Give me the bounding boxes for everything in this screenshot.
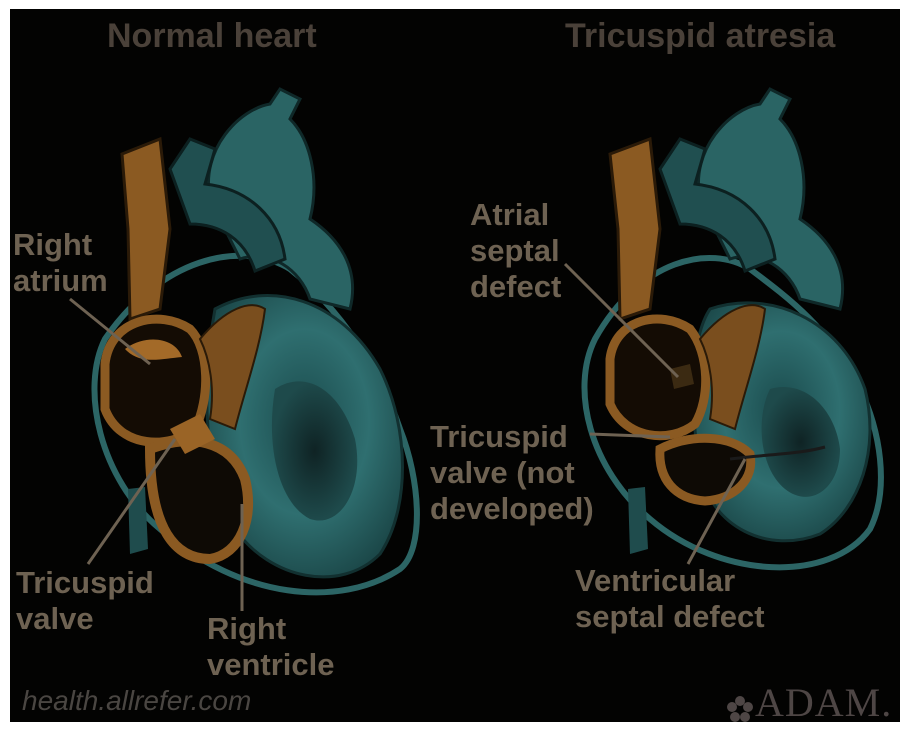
diagram-panel: Normal heart Tricuspid atresia Right atr… — [10, 9, 900, 722]
normal-superior-vena-cava — [122, 139, 170, 319]
adam-flower-logo-icon — [727, 696, 753, 722]
title-tricuspid-atresia: Tricuspid atresia — [565, 17, 835, 56]
atresia-small-right-ventricle — [660, 438, 751, 501]
label-right-ventricle: Right ventricle — [207, 611, 335, 683]
label-right-atrium: Right atrium — [13, 227, 108, 299]
label-ventricular-septal-defect: Ventricular septal defect — [575, 563, 765, 635]
adam-brand-logo: ADAM. — [755, 679, 892, 722]
atresia-inferior-vena-cava — [628, 487, 648, 554]
title-normal-heart: Normal heart — [107, 17, 317, 56]
label-atrial-septal-defect: Atrial septal defect — [470, 197, 561, 305]
atresia-superior-vena-cava — [610, 139, 660, 319]
source-credit: health.allrefer.com — [22, 685, 251, 717]
label-tricuspid-valve-not-developed: Tricuspid valve (not developed) — [430, 419, 594, 527]
label-tricuspid-valve: Tricuspid valve — [16, 565, 154, 637]
normal-inferior-vena-cava — [128, 487, 148, 554]
normal-right-ventricle — [150, 441, 248, 559]
normal-heart — [94, 89, 416, 592]
